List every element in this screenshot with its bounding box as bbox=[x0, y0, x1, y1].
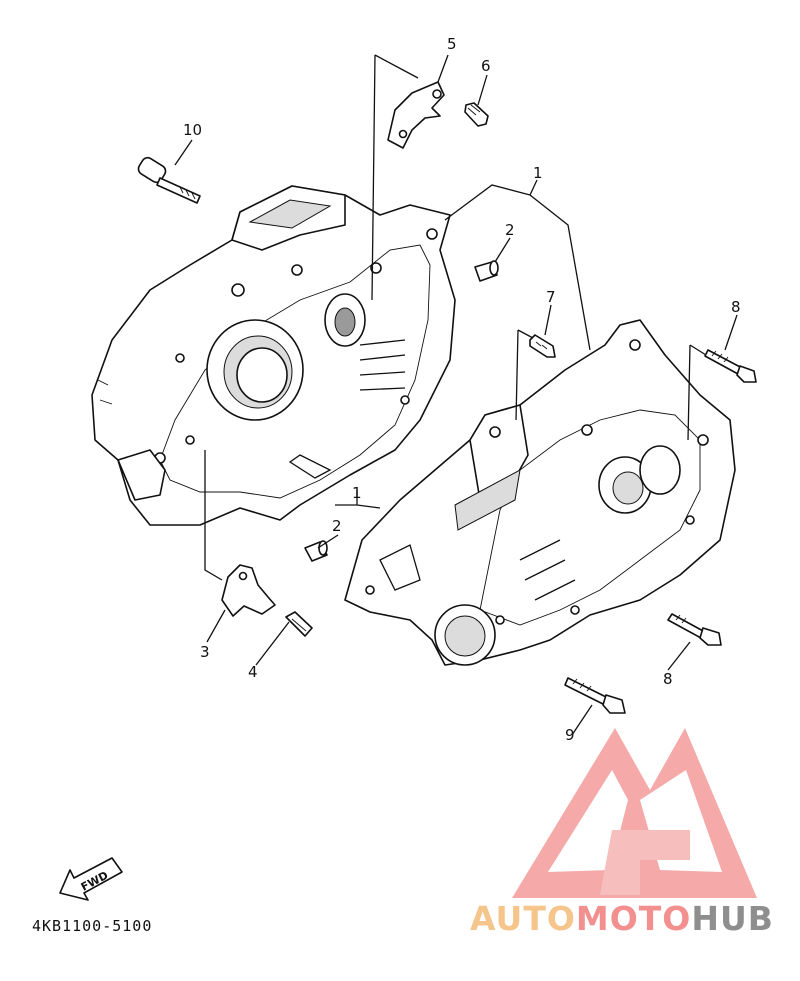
leader-lines bbox=[174, 54, 738, 736]
callout-8-upper: 8 bbox=[731, 298, 741, 316]
automotohub-wordmark: AUTOMOTOHUB bbox=[470, 899, 774, 938]
callout-4: 4 bbox=[248, 663, 258, 681]
left-crankcase bbox=[91, 185, 456, 526]
bracket-part-3 bbox=[221, 564, 276, 617]
callout-10: 10 bbox=[183, 121, 202, 139]
dowel-pin-part-2-lower bbox=[304, 540, 328, 562]
brand-part-moto: MOTO bbox=[576, 899, 691, 938]
callout-3: 3 bbox=[200, 643, 210, 661]
callout-9: 9 bbox=[565, 726, 575, 744]
callout-1-upper: 1 bbox=[533, 164, 543, 182]
bolt-part-8-lower bbox=[667, 613, 722, 646]
callout-2-lower: 2 bbox=[332, 517, 342, 535]
bolt-part-6 bbox=[464, 102, 489, 127]
callout-1-lower: 1 bbox=[352, 484, 362, 502]
callout-2-upper: 2 bbox=[505, 221, 515, 239]
brand-part-hub: HUB bbox=[691, 899, 774, 938]
callout-5: 5 bbox=[447, 35, 457, 53]
bolt-part-10 bbox=[137, 156, 201, 204]
callout-6: 6 bbox=[481, 57, 491, 75]
bolt-part-9 bbox=[564, 677, 626, 714]
callout-7: 7 bbox=[546, 288, 556, 306]
part-code-label: 4KB1100-5100 bbox=[32, 917, 153, 935]
svg-text:AUTOMOTOHUB: AUTOMOTOHUB bbox=[470, 899, 774, 938]
bolt-part-7 bbox=[529, 334, 556, 358]
bolt-part-8-upper bbox=[704, 349, 757, 383]
bracket-part-5 bbox=[387, 81, 445, 149]
dowel-pin-part-2-upper bbox=[474, 260, 499, 282]
screw-part-4 bbox=[285, 611, 313, 637]
automotohub-logo-icon bbox=[512, 728, 757, 898]
right-crankcase bbox=[344, 319, 736, 666]
callout-labels: 5 6 10 1 2 7 8 1 2 3 4 8 9 bbox=[183, 35, 741, 744]
brand-part-auto: AUTO bbox=[470, 899, 576, 938]
callout-8-lower: 8 bbox=[663, 670, 673, 688]
fwd-arrow-icon: FWD bbox=[59, 857, 123, 901]
